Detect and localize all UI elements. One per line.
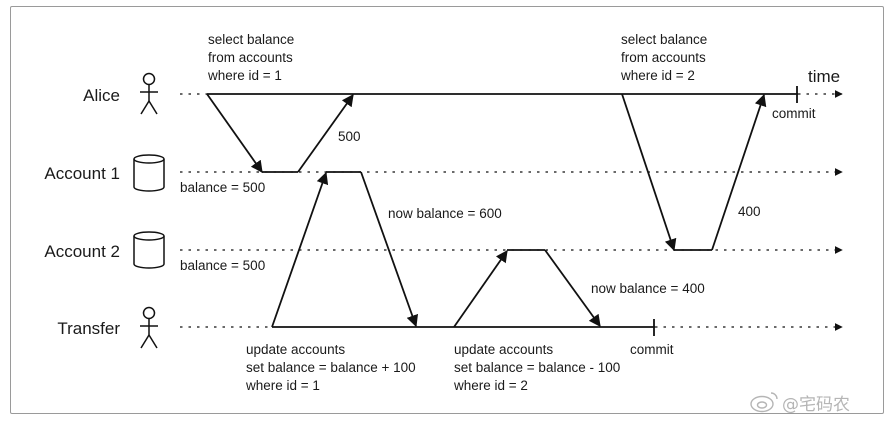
transfer-commit-label: commit (630, 342, 674, 357)
svg-text:where id = 2: where id = 2 (453, 378, 528, 393)
transfer-person-icon (140, 306, 158, 349)
figure-frame (10, 6, 884, 414)
transfer-update-account2-flow (453, 249, 601, 328)
row-label-account1: Account 1 (44, 164, 120, 183)
svg-text:where id = 1: where id = 1 (245, 378, 320, 393)
svg-text:select balance: select balance (621, 32, 707, 47)
time-axis-label: time (808, 67, 840, 86)
alice-person-icon (140, 72, 158, 115)
svg-text:update accounts: update accounts (246, 342, 345, 357)
weibo-logo-icon (750, 392, 778, 413)
account1-new-balance: now balance = 600 (388, 206, 502, 221)
alice-read-account1-flow (206, 93, 354, 173)
svg-text:update accounts: update accounts (454, 342, 553, 357)
alice-read2-value: 400 (738, 204, 761, 219)
account1-initial-balance: balance = 500 (180, 180, 265, 195)
svg-text:from accounts: from accounts (208, 50, 293, 65)
alice-read-account2-flow (621, 93, 767, 252)
account2-database-icon (133, 231, 165, 269)
row-label-account2: Account 2 (44, 242, 120, 261)
account2-initial-balance: balance = 500 (180, 258, 265, 273)
account1-database-icon (133, 154, 165, 192)
svg-text:set balance = balance - 100: set balance = balance - 100 (454, 360, 620, 375)
watermark: @宅码农 (750, 392, 850, 415)
svg-text:@宅码农: @宅码农 (782, 395, 850, 415)
alice-read1-value: 500 (338, 129, 361, 144)
svg-text:set balance = balance + 100: set balance = balance + 100 (246, 360, 416, 375)
svg-text:where id = 2: where id = 2 (620, 68, 695, 83)
transfer-update1-query: update accounts set balance = balance + … (245, 342, 416, 393)
row-label-alice: Alice (83, 86, 120, 105)
svg-text:from accounts: from accounts (621, 50, 706, 65)
row-label-transfer: Transfer (57, 319, 120, 338)
dotted-timelines (180, 90, 843, 331)
svg-text:where id = 1: where id = 1 (207, 68, 282, 83)
account2-new-balance: now balance = 400 (591, 281, 705, 296)
alice-query2: select balance from accounts where id = … (620, 32, 707, 83)
transfer-update-account1-flow (271, 171, 419, 328)
transfer-update2-query: update accounts set balance = balance - … (453, 342, 620, 393)
alice-commit-label: commit (772, 106, 816, 121)
svg-text:select balance: select balance (208, 32, 294, 47)
alice-query1: select balance from accounts where id = … (207, 32, 294, 83)
